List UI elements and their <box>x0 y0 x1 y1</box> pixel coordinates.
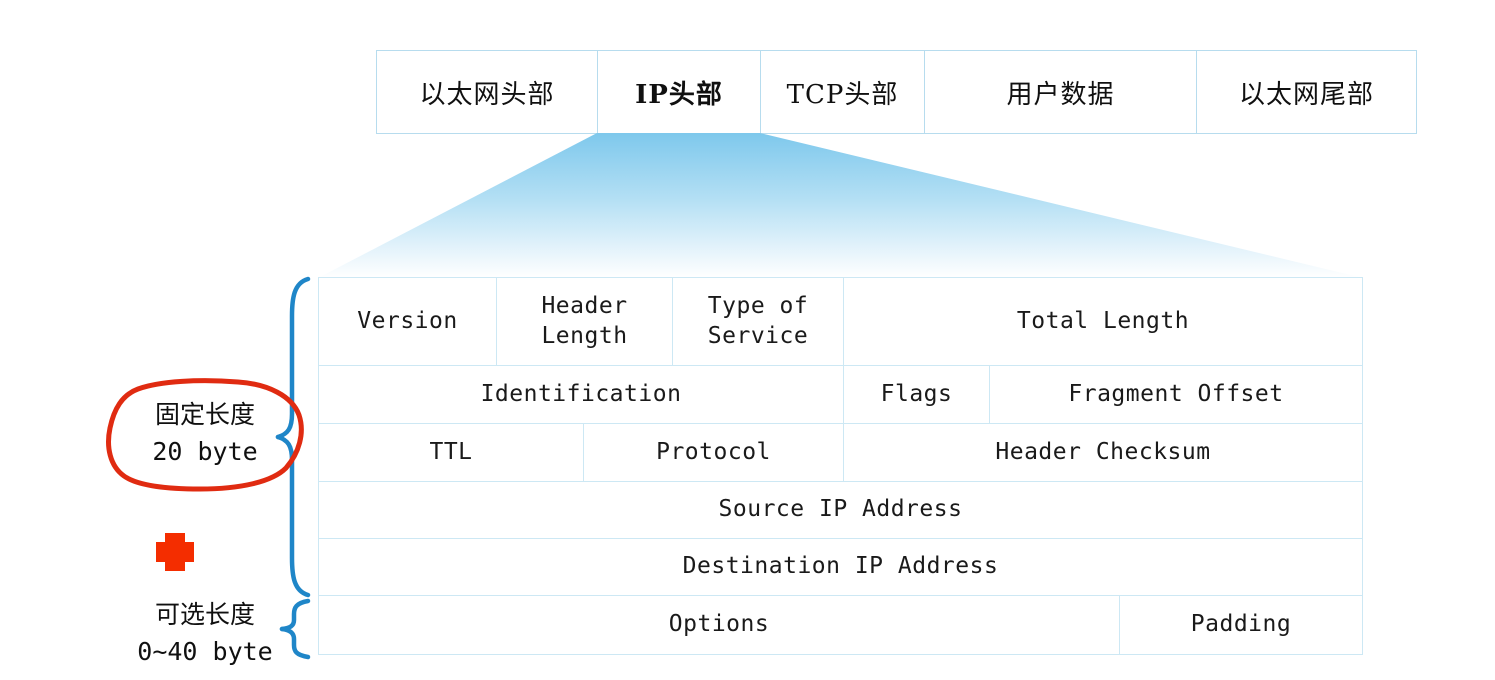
field-flags[interactable]: Flags <box>843 365 990 424</box>
table-row: Version Header Length Type of Service To… <box>318 277 1363 366</box>
frame-cell-ethernet-header[interactable]: 以太网头部 <box>376 50 598 134</box>
frame-cell-user-data[interactable]: 用户数据 <box>924 50 1197 134</box>
fixed-length-label-line2: 20 byte <box>152 437 258 466</box>
frame-cell-ip-header[interactable]: IP头部 <box>597 50 761 134</box>
field-total-length[interactable]: Total Length <box>843 277 1363 366</box>
field-options[interactable]: Options <box>318 595 1120 655</box>
field-header-checksum[interactable]: Header Checksum <box>843 423 1363 482</box>
optional-length-label-line1: 可选长度 <box>154 600 255 629</box>
field-source-ip-address[interactable]: Source IP Address <box>318 481 1363 539</box>
field-type-of-service[interactable]: Type of Service <box>672 277 844 366</box>
ethernet-frame-bar: 以太网头部 IP头部 TCP头部 用户数据 以太网尾部 <box>376 50 1417 134</box>
ip-header-field-table: Version Header Length Type of Service To… <box>318 277 1363 655</box>
field-header-length[interactable]: Header Length <box>496 277 673 366</box>
ip-header-zoom-connector <box>318 133 1363 278</box>
table-row: Destination IP Address <box>318 538 1363 596</box>
field-fragment-offset[interactable]: Fragment Offset <box>989 365 1363 424</box>
plus-sign-icon <box>156 533 194 571</box>
fixed-length-highlight-circle <box>106 378 304 492</box>
table-row: Source IP Address <box>318 481 1363 539</box>
frame-cell-ethernet-trailer[interactable]: 以太网尾部 <box>1196 50 1417 134</box>
field-padding[interactable]: Padding <box>1119 595 1363 655</box>
table-row: TTL Protocol Header Checksum <box>318 423 1363 482</box>
field-ttl[interactable]: TTL <box>318 423 584 482</box>
field-protocol[interactable]: Protocol <box>583 423 844 482</box>
field-destination-ip-address[interactable]: Destination IP Address <box>318 538 1363 596</box>
optional-length-label-line2: 0~40 byte <box>137 637 273 666</box>
table-row: Options Padding <box>318 595 1363 655</box>
frame-cell-tcp-header[interactable]: TCP头部 <box>760 50 925 134</box>
field-identification[interactable]: Identification <box>318 365 844 424</box>
table-row: Identification Flags Fragment Offset <box>318 365 1363 424</box>
field-version[interactable]: Version <box>318 277 497 366</box>
fixed-length-label-line1: 固定长度 <box>154 400 255 429</box>
